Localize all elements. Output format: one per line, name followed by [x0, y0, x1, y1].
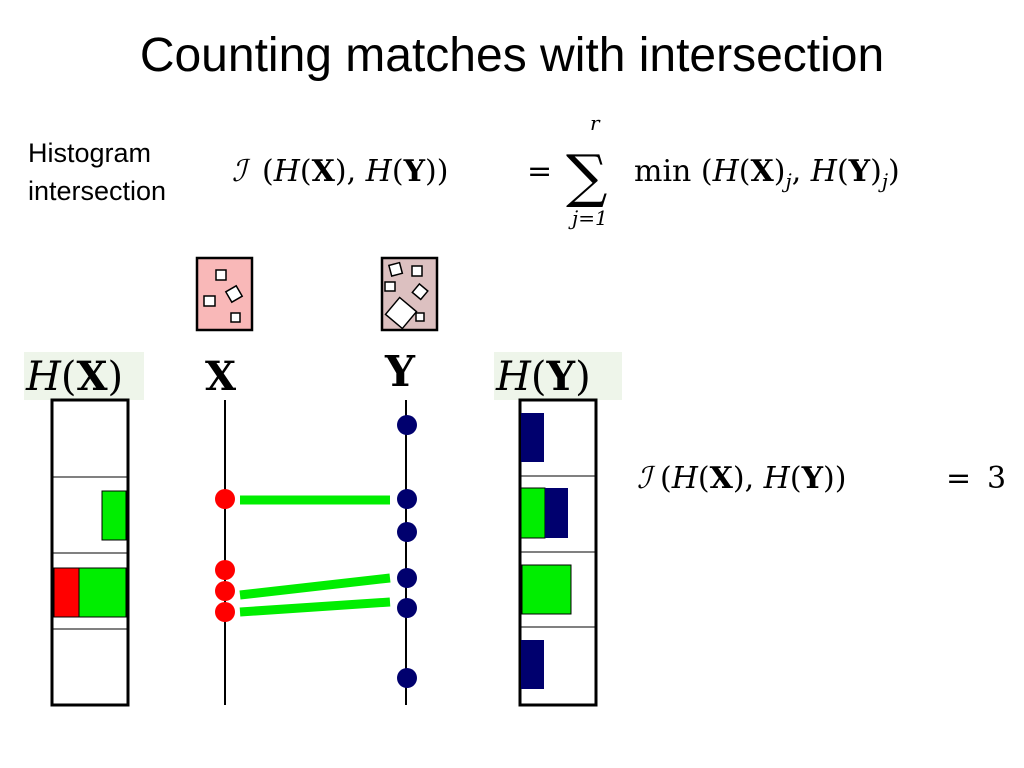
x-feature-point: [215, 581, 235, 601]
hy-bar-bin3: [521, 564, 572, 615]
intersection-formula: ℐ (H(X), H(Y)) = ∑ r j=1 min (H(X)j, H(Y…: [232, 111, 900, 230]
result-args: (H(X), H(Y)): [660, 461, 846, 496]
result-formula: ℐ (H(X), H(Y)) = 3: [637, 461, 1006, 496]
feature-square: [387, 261, 404, 278]
histogram-hx: [50, 398, 130, 707]
feature-square: [230, 312, 241, 323]
formula-sum-upper: r: [590, 111, 601, 135]
formula-equals: =: [527, 154, 552, 189]
formula-intersection-symbol: ℐ: [232, 154, 251, 189]
hx-bar-bin3-green: [78, 567, 127, 618]
image-x-thumbnail: [195, 256, 254, 332]
hy-bar-bin1: [521, 413, 544, 462]
x-feature-point: [215, 489, 235, 509]
feature-square: [415, 312, 425, 322]
formula-rhs: min (H(X)j, H(Y)j): [634, 154, 900, 193]
feature-square: [411, 282, 429, 301]
hy-bar-bin2-navy: [545, 488, 568, 538]
hx-bar-bin2: [101, 490, 127, 541]
hx-label-bg: [24, 352, 144, 400]
label-hx: H(X): [25, 353, 123, 400]
feature-square: [384, 281, 396, 292]
y-feature-point: [397, 598, 417, 618]
side-label-line-1: Histogram: [28, 138, 152, 168]
match-line: [239, 573, 391, 600]
y-feature-point: [397, 415, 417, 435]
histogram-hy: [518, 398, 598, 707]
label-x: X: [205, 353, 236, 400]
y-feature-point: [397, 489, 417, 509]
slide-title: Counting matches with intersection: [139, 29, 885, 82]
formula-sum-lower: j=1: [568, 206, 608, 230]
y-feature-point: [397, 522, 417, 542]
y-feature-point: [397, 668, 417, 688]
match-line: [239, 597, 391, 617]
y-feature-point: [397, 568, 417, 588]
image-y-thumbnail: [380, 256, 439, 332]
feature-square-large: [384, 296, 418, 330]
label-hy: H(Y): [495, 353, 591, 400]
x-feature-point: [215, 602, 235, 622]
x-feature-point: [215, 560, 235, 580]
feature-square: [215, 269, 227, 281]
histogram-intersection-label: Histogram intersection: [28, 134, 166, 210]
feature-square: [203, 295, 216, 307]
hy-label-bg: [494, 352, 622, 400]
result-value: 3: [987, 461, 1006, 496]
hy-bar-bin4: [521, 640, 544, 689]
label-y: Y: [384, 347, 416, 396]
result-equals: =: [946, 461, 971, 496]
feature-square: [224, 284, 244, 304]
result-intersection-symbol: ℐ: [637, 461, 656, 496]
side-label-line-2: intersection: [28, 176, 167, 206]
formula-sum-symbol: ∑: [566, 142, 607, 210]
feature-square: [411, 265, 423, 277]
hx-bar-bin3-red: [53, 567, 80, 618]
hy-bar-bin2-green: [520, 487, 546, 539]
formula-lhs-args: (H(X), H(Y)): [262, 154, 448, 189]
